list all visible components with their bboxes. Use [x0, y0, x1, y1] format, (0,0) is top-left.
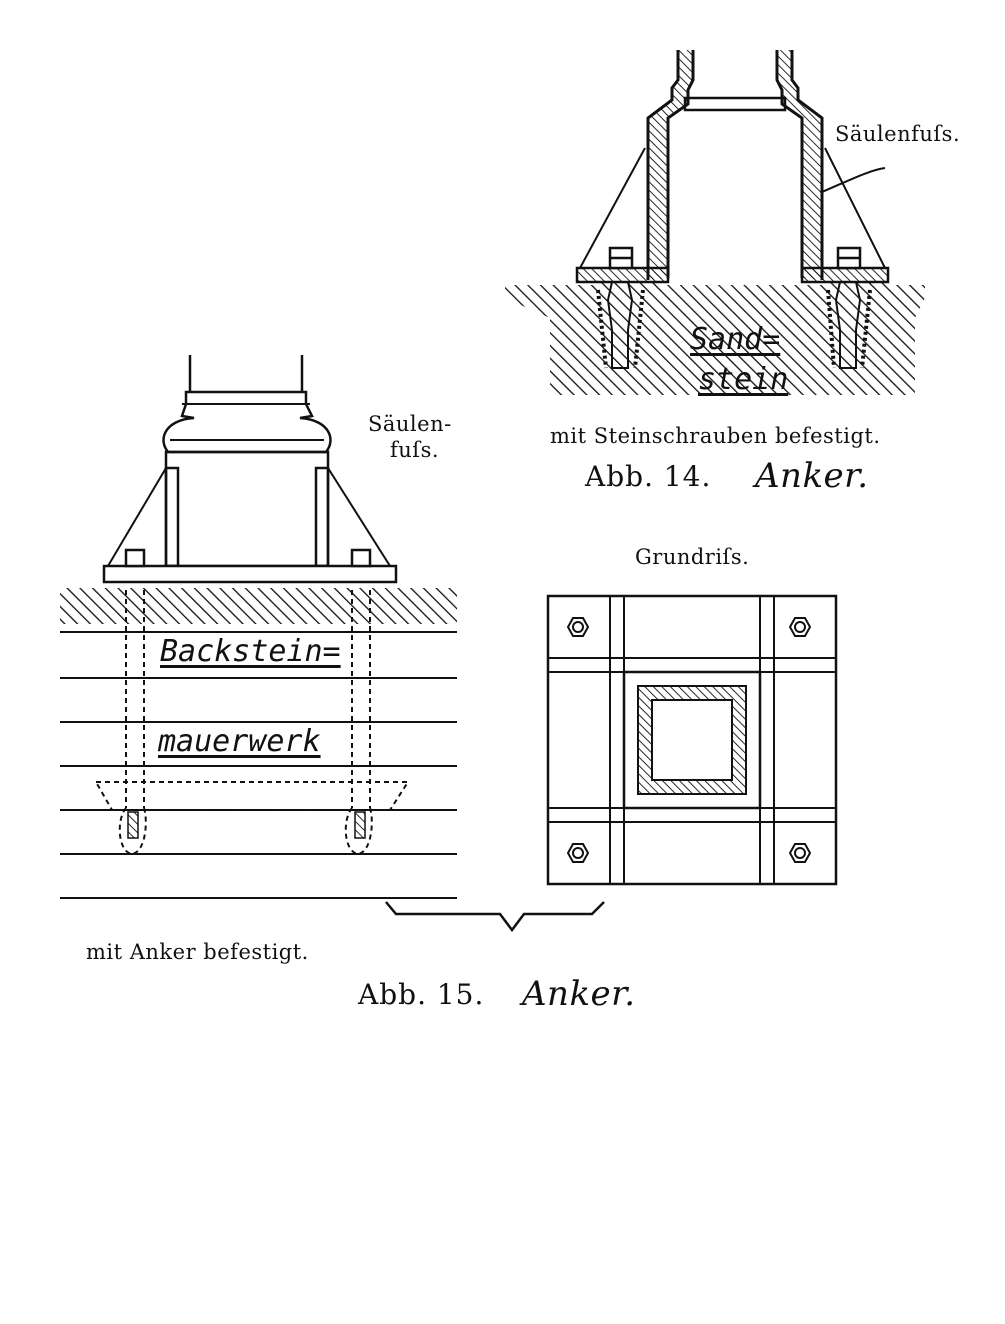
fig14-stone-bolt-right	[826, 246, 872, 369]
fig15-column-foot-label-line2: fuſs.	[390, 438, 440, 462]
fig15-caption-method: mit Anker befestigt.	[86, 940, 309, 964]
fig14-stone-bolt-left	[596, 246, 645, 369]
fig14-stone-label-line2: stein	[698, 362, 789, 397]
fig15-elevation-drawing	[60, 355, 457, 899]
fig15-caption-number: Abb. 15.	[358, 978, 485, 1011]
fig15-plan-column-section	[637, 685, 747, 795]
fig14-stone-label-line1: Sand=	[690, 322, 781, 357]
fig15-masonry-label-line2: mauerwerk	[158, 724, 321, 759]
fig15-plan-bolts	[566, 617, 812, 863]
fig15-plan-label: Grundriſs.	[635, 545, 750, 569]
fig14-column-walls	[646, 50, 824, 280]
fig15-plan-drawing	[546, 594, 838, 886]
fig14-leader-line	[821, 167, 886, 193]
fig15-caption-title: Anker.	[522, 974, 636, 1014]
fig15-column-base	[162, 390, 332, 454]
fig15-anchor-rods	[94, 590, 410, 856]
fig14-caption-title: Anker.	[755, 456, 869, 496]
fig14-caption-method: mit Steinschrauben befestigt.	[550, 424, 881, 448]
fig15-ground-hatch	[60, 588, 457, 624]
fig15-brace	[385, 901, 605, 933]
fig15-plan-outline	[546, 594, 838, 886]
fig14-caption-number: Abb. 14.	[585, 460, 712, 493]
fig15-base-plate	[102, 564, 398, 584]
fig14-drawing	[505, 50, 925, 395]
fig15-masonry-label-line1: Backstein=	[160, 634, 341, 669]
fig14-base-plate	[575, 266, 890, 284]
fig14-column-foot-label: Säulenfuſs.	[835, 122, 961, 146]
fig15-masonry-courses	[60, 631, 457, 899]
fig15-column-foot-label-line1: Säulen-	[368, 412, 452, 436]
